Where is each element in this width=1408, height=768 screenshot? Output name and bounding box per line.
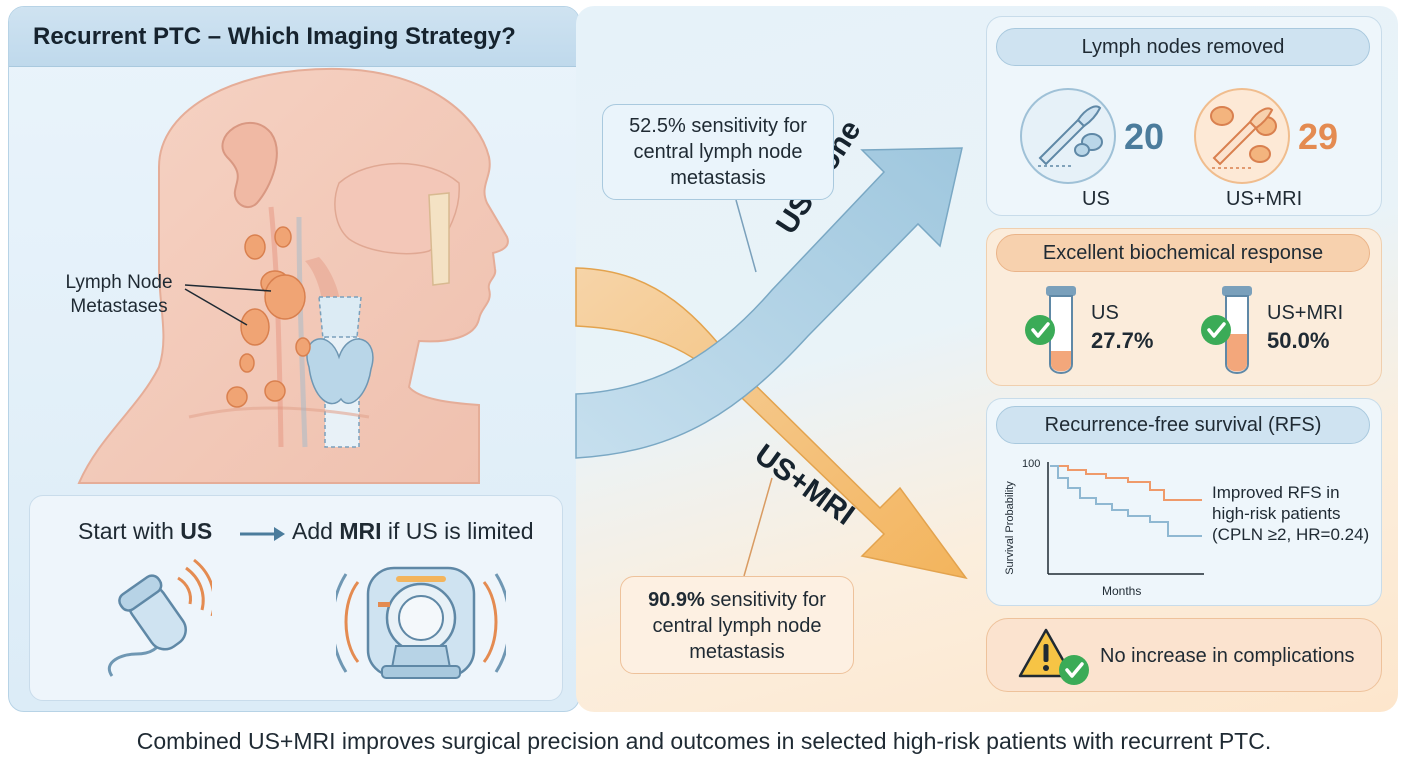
biochemical-us-label: US xyxy=(1091,302,1119,324)
test-tube-icon-us-mri xyxy=(1201,286,1252,374)
rfs-y-axis-label: Survival Probability xyxy=(1004,481,1016,575)
workflow-box: Start with US Add MRI if US is limited xyxy=(29,495,563,701)
lymph-nodes-title: Lymph nodes removed xyxy=(996,28,1370,66)
us-callout-line-1: 52.5% sensitivity for xyxy=(629,115,807,137)
rfs-curve-us-mri xyxy=(1050,465,1202,501)
footer-summary: Combined US+MRI improves surgical precis… xyxy=(136,728,1272,754)
lymph-label-line-1: Lymph Node xyxy=(65,272,173,293)
nodes-removed-us-mri-value: 29 xyxy=(1298,116,1339,157)
mri-callout-line-3: metastasis xyxy=(689,641,785,663)
checkmark-icon xyxy=(1059,655,1089,685)
us-mri-arrow xyxy=(575,267,968,580)
scalpel-lymph-node-icon-us xyxy=(1020,88,1116,184)
lymph-node-cluster xyxy=(226,226,311,408)
title-bar: Recurrent PTC – Which Imaging Strategy? xyxy=(9,7,579,67)
workflow-start-text: Start with US xyxy=(78,518,213,544)
checkmark-icon xyxy=(1025,315,1055,345)
warning-check-icon xyxy=(1018,628,1089,685)
ultrasound-probe-icon xyxy=(108,558,212,677)
mri-callout-line-2: central lymph node xyxy=(652,615,822,637)
us-callout-line-3: metastasis xyxy=(670,167,766,189)
scalpel-lymph-node-icon-us-mri xyxy=(1194,88,1290,184)
mri-sensitivity-callout: 90.9% sensitivity for central lymph node… xyxy=(620,576,854,674)
lymph-label-line-2: Metastases xyxy=(70,296,168,317)
complications-text: No increase in complications xyxy=(1100,645,1355,667)
mri-callout-line-1: 90.9% sensitivity for xyxy=(648,589,826,611)
us-sensitivity-callout: 52.5% sensitivity for central lymph node… xyxy=(602,104,834,200)
strategy-arrows xyxy=(575,147,968,580)
neck-anatomy-illustration xyxy=(77,67,509,484)
nodes-removed-us-mri-label: US+MRI xyxy=(1226,188,1303,210)
us-callout-line-2: central lymph node xyxy=(633,141,803,163)
test-tube-fill-us-mri xyxy=(1227,334,1247,372)
rfs-y-max-tick: 100 xyxy=(1022,458,1041,470)
test-tube-fill-us xyxy=(1051,350,1071,372)
page-title: Recurrent PTC – Which Imaging Strategy? xyxy=(33,23,516,50)
us-alone-arrow xyxy=(575,147,963,459)
rfs-annotation-line-3: (CPLN ≥2, HR=0.24) xyxy=(1212,525,1370,544)
checkmark-icon xyxy=(1201,315,1231,345)
biochemical-us-value: 27.7% xyxy=(1091,328,1154,353)
rfs-annotation: Improved RFS in high-risk patients (CPLN… xyxy=(1212,482,1380,545)
nodes-removed-us-label: US xyxy=(1082,188,1110,210)
mri-scanner-icon xyxy=(336,566,506,679)
arrow-right-icon xyxy=(240,527,285,541)
nodes-removed-us-value: 20 xyxy=(1124,116,1165,157)
left-panel: Recurrent PTC – Which Imaging Strategy? xyxy=(8,6,580,712)
rfs-curve-us xyxy=(1050,465,1202,537)
workflow-add-text: Add MRI if US is limited xyxy=(292,518,534,544)
rfs-x-axis-label: Months xyxy=(1102,584,1142,598)
rfs-kaplan-meier-plot xyxy=(1047,462,1204,575)
rfs-title: Recurrence-free survival (RFS) xyxy=(996,406,1370,444)
test-tube-icon-us xyxy=(1025,286,1076,374)
rfs-annotation-line-2: high-risk patients xyxy=(1212,504,1341,523)
biochemical-us-mri-value: 50.0% xyxy=(1267,328,1330,353)
biochemical-us-mri-label: US+MRI xyxy=(1267,302,1344,324)
biochemical-response-title: Excellent biochemical response xyxy=(996,234,1370,272)
rfs-annotation-line-1: Improved RFS in xyxy=(1212,483,1340,502)
lymph-node-metastases-label: Lymph Node Metastases xyxy=(49,271,189,319)
